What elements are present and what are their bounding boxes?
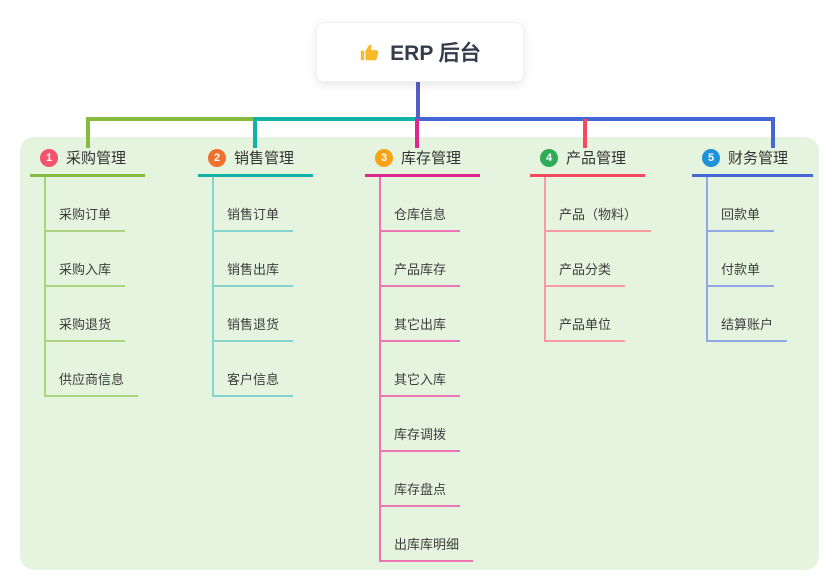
branch-drop-line-1 — [86, 117, 90, 148]
root-label: ERP 后台 — [390, 42, 481, 65]
child-node[interactable]: 采购退货 — [46, 287, 126, 342]
branch-number-badge: 1 — [40, 148, 58, 167]
child-node[interactable]: 采购订单 — [46, 177, 126, 232]
branch-number-badge: 4 — [540, 148, 558, 167]
root-node[interactable]: ERP 后台 — [316, 22, 524, 82]
branch-purchase: 1 采购管理 采购订单采购入库采购退货供应商信息 — [30, 148, 145, 397]
child-node[interactable]: 库存盘点 — [381, 452, 461, 507]
branch-product: 4 产品管理 产品（物料）产品分类产品单位 — [530, 148, 652, 342]
child-node[interactable]: 结算账户 — [708, 287, 788, 342]
mindmap-panel — [20, 137, 819, 570]
branch-children: 产品（物料）产品分类产品单位 — [544, 177, 652, 342]
thumbs-up-icon — [359, 41, 381, 63]
connector-trunk-blue — [415, 117, 775, 121]
branch-label: 库存管理 — [401, 150, 462, 167]
child-node[interactable]: 供应商信息 — [46, 342, 139, 397]
child-node[interactable]: 产品单位 — [546, 287, 626, 342]
branch-drop-line-2 — [253, 117, 257, 148]
child-node[interactable]: 销售出库 — [214, 232, 294, 287]
child-node[interactable]: 产品库存 — [381, 232, 461, 287]
child-node[interactable]: 采购入库 — [46, 232, 126, 287]
branch-drop-line-5 — [771, 117, 775, 148]
child-node[interactable]: 其它出库 — [381, 287, 461, 342]
branch-number-badge: 5 — [702, 148, 720, 167]
branch-children: 仓库信息产品库存其它出库其它入库库存调拨库存盘点出库库明细 — [379, 177, 480, 562]
child-node[interactable]: 付款单 — [708, 232, 775, 287]
branch-number-badge: 2 — [208, 148, 226, 167]
connector-root-drop — [416, 82, 420, 121]
branch-sales: 2 销售管理 销售订单销售出库销售退货客户信息 — [198, 148, 313, 397]
connector-trunk-teal — [255, 117, 419, 121]
child-node[interactable]: 销售退货 — [214, 287, 294, 342]
child-node[interactable]: 产品（物料） — [546, 177, 652, 232]
branch-children: 采购订单采购入库采购退货供应商信息 — [44, 177, 145, 397]
branch-label: 销售管理 — [234, 150, 295, 167]
child-node[interactable]: 库存调拨 — [381, 397, 461, 452]
branch-label: 产品管理 — [566, 150, 627, 167]
branch-label: 采购管理 — [66, 150, 127, 167]
branch-number-badge: 3 — [375, 148, 393, 167]
branch-drop-line-4 — [583, 119, 587, 148]
child-node[interactable]: 客户信息 — [214, 342, 294, 397]
branch-head[interactable]: 4 产品管理 — [530, 148, 645, 177]
child-node[interactable]: 其它入库 — [381, 342, 461, 397]
branch-finance: 5 财务管理 回款单付款单结算账户 — [692, 148, 813, 342]
branch-drop-line-3 — [415, 119, 419, 148]
connector-trunk-green — [86, 117, 257, 121]
branch-label: 财务管理 — [728, 150, 789, 167]
child-node[interactable]: 产品分类 — [546, 232, 626, 287]
branch-inventory: 3 库存管理 仓库信息产品库存其它出库其它入库库存调拨库存盘点出库库明细 — [365, 148, 480, 562]
branch-head[interactable]: 5 财务管理 — [692, 148, 813, 177]
child-node[interactable]: 销售订单 — [214, 177, 294, 232]
child-node[interactable]: 出库库明细 — [381, 507, 474, 562]
child-node[interactable]: 仓库信息 — [381, 177, 461, 232]
branch-children: 回款单付款单结算账户 — [706, 177, 813, 342]
branch-head[interactable]: 3 库存管理 — [365, 148, 480, 177]
branch-head[interactable]: 1 采购管理 — [30, 148, 145, 177]
branch-children: 销售订单销售出库销售退货客户信息 — [212, 177, 313, 397]
branch-head[interactable]: 2 销售管理 — [198, 148, 313, 177]
child-node[interactable]: 回款单 — [708, 177, 775, 232]
